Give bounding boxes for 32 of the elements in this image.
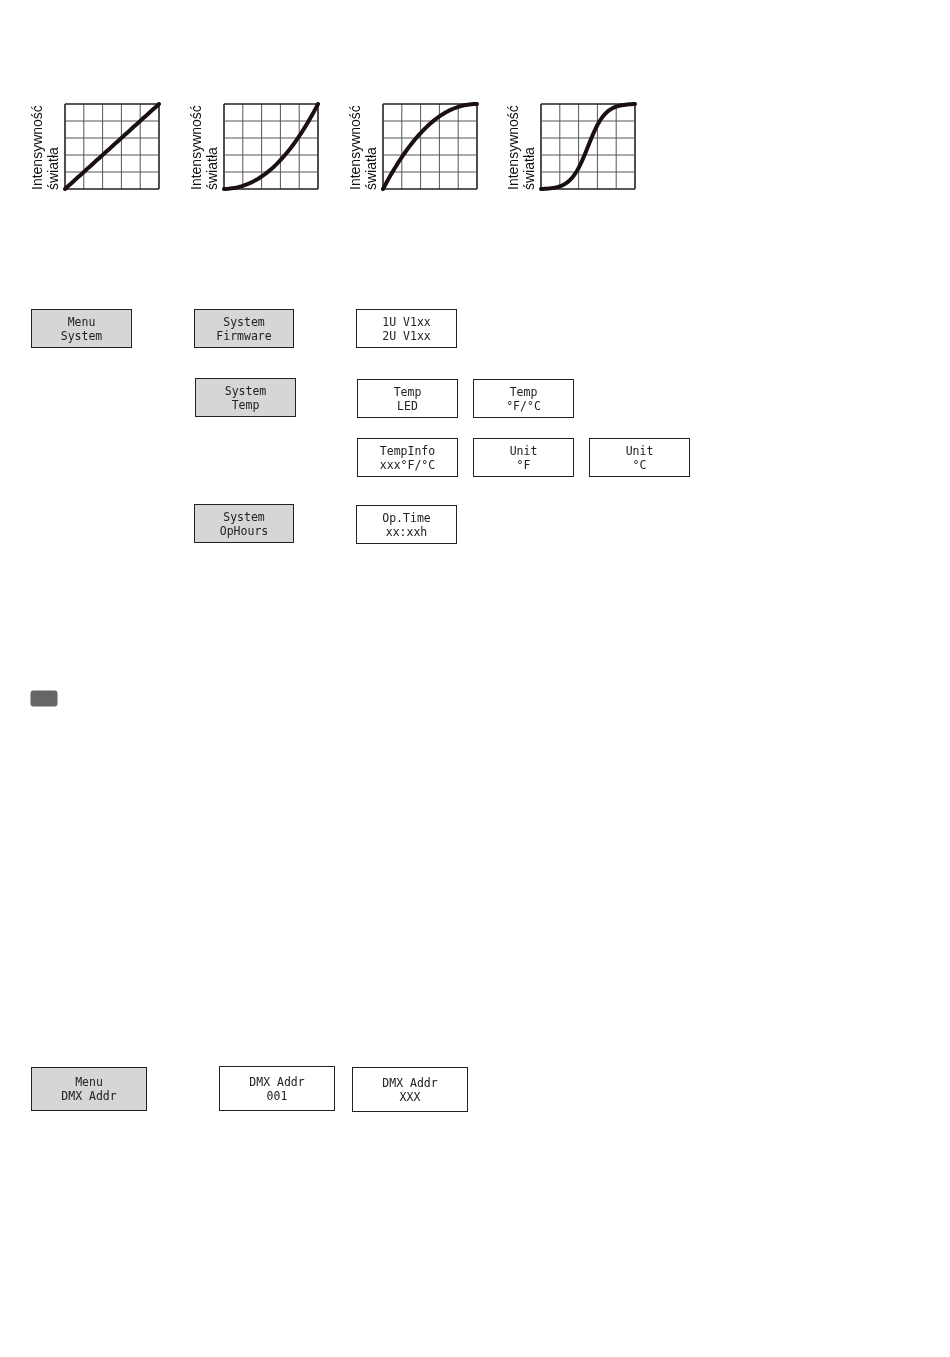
axis-label: Intensywność światła xyxy=(347,106,379,190)
display-text: Temp LED xyxy=(393,384,422,413)
axis-label: Intensywność światła xyxy=(188,106,220,190)
display-text: System Temp xyxy=(224,383,267,412)
display-text: Temp °F/°C xyxy=(506,384,541,413)
display-text: System Firmware xyxy=(216,314,272,343)
axis-label: Intensywność światła xyxy=(29,106,61,190)
display-text: Op.Time xx:xxh xyxy=(382,510,431,539)
display-text: System OpHours xyxy=(219,509,269,538)
display-box xyxy=(589,438,690,477)
menu-display-box xyxy=(194,504,294,543)
display-box xyxy=(219,1066,335,1111)
axis-label: Intensywność światła xyxy=(505,106,537,190)
display-box xyxy=(357,379,458,418)
display-text: DMX Addr 001 xyxy=(249,1074,305,1103)
display-text: 1U V1xx 2U V1xx xyxy=(382,314,431,343)
menu-display-box xyxy=(31,309,132,348)
display-text: Unit °F xyxy=(509,443,538,472)
display-text: TempInfo xxx°F/°C xyxy=(379,443,436,472)
display-text: Menu System xyxy=(60,314,103,343)
display-box xyxy=(357,438,458,477)
display-box xyxy=(356,505,457,544)
menu-display-box xyxy=(31,1067,147,1111)
display-text: DMX Addr XXX xyxy=(382,1075,438,1104)
display-text: Menu DMX Addr xyxy=(61,1075,117,1103)
menu-display-box xyxy=(195,378,296,417)
display-box xyxy=(473,438,574,477)
menu-display-box xyxy=(194,309,294,348)
display-text: Unit °C xyxy=(625,443,654,472)
display-box xyxy=(352,1067,468,1112)
display-box xyxy=(473,379,574,418)
display-box xyxy=(356,309,457,348)
